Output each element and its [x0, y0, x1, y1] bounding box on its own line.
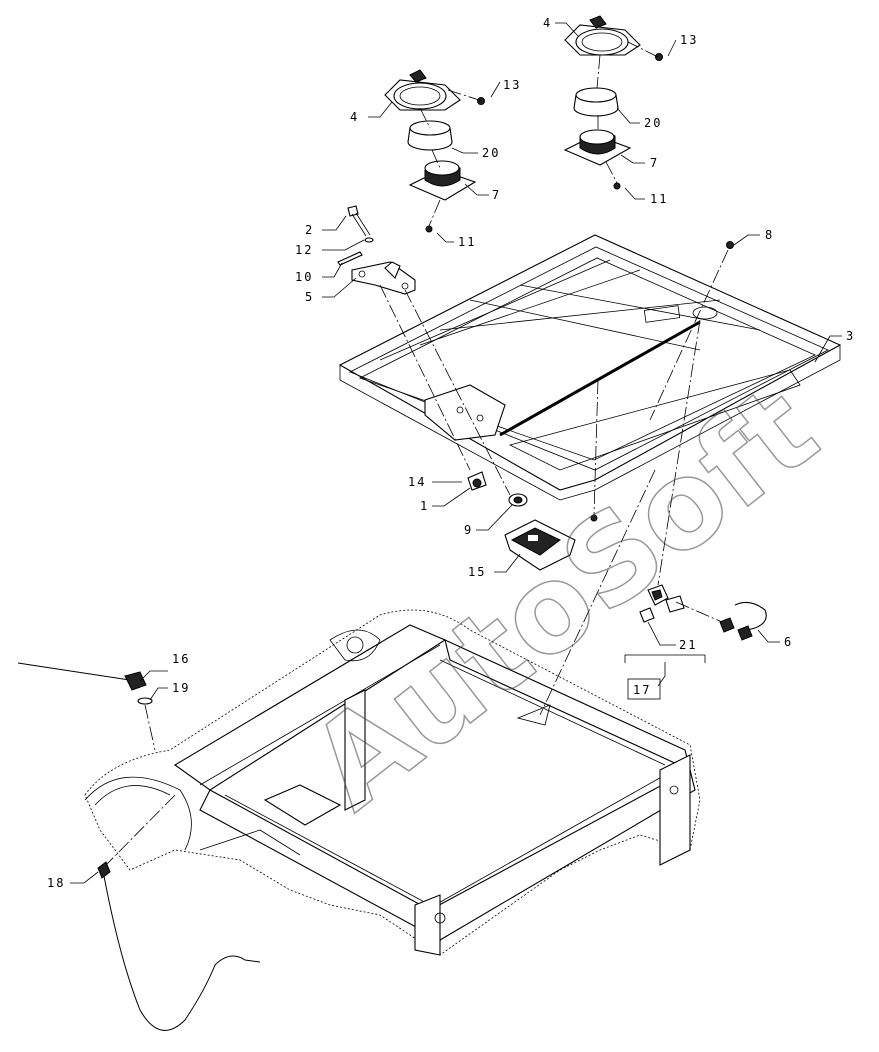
antenna-assembly	[17, 662, 261, 1031]
callout-11: 11	[458, 235, 476, 249]
roof-panel	[338, 234, 842, 501]
callout-17: 17	[633, 683, 651, 697]
mounting-bracket	[337, 205, 416, 295]
callout-leaders	[70, 22, 842, 884]
cab-frame	[84, 609, 701, 956]
callout-11: 11	[650, 192, 668, 206]
callout-18: 18	[47, 876, 65, 890]
callout-20: 20	[644, 116, 662, 130]
callout-7: 7	[492, 188, 501, 202]
callout-1: 1	[420, 499, 429, 513]
callout-13: 13	[503, 78, 521, 92]
speaker-assembly-right	[563, 15, 663, 190]
callout-20: 20	[482, 146, 500, 160]
callout-10: 10	[295, 270, 313, 284]
callout-2: 2	[305, 223, 314, 237]
callout-14: 14	[408, 475, 426, 489]
assembly-lines	[105, 41, 729, 866]
callout-13: 13	[680, 33, 698, 47]
callout-19: 19	[172, 681, 190, 695]
callout-labels: 4 13 4 13 20 20 7 7 11 11 2 12 10 5 8 3 …	[47, 16, 855, 890]
callout-16: 16	[172, 652, 190, 666]
callout-4: 4	[543, 16, 552, 30]
callout-6: 6	[784, 635, 793, 649]
callout-5: 5	[305, 290, 314, 304]
callout-4: 4	[350, 110, 359, 124]
callout-21: 21	[679, 638, 697, 652]
callout-12: 12	[295, 243, 313, 257]
wiring-connectors	[639, 584, 767, 641]
callout-9: 9	[464, 523, 473, 537]
callout-15: 15	[468, 565, 486, 579]
lower-hardware	[467, 241, 734, 571]
callout-8: 8	[765, 228, 774, 242]
callout-7: 7	[650, 156, 659, 170]
callout-3: 3	[846, 329, 855, 343]
speaker-assembly-left	[384, 69, 485, 233]
